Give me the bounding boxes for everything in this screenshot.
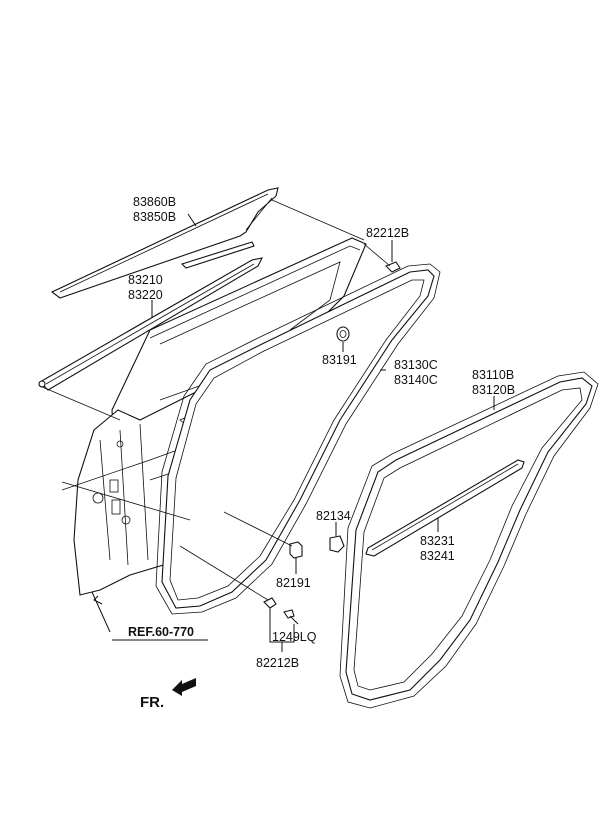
label-82191: 82191 [276, 576, 311, 590]
belt-outer-weatherstrip [50, 187, 279, 299]
door-weatherstrip [155, 263, 441, 615]
label-leaders [91, 213, 495, 652]
stopper-82191 [289, 541, 303, 559]
label-83241: 83241 [420, 549, 455, 563]
label-83220: 83220 [128, 288, 163, 302]
label-83110b: 83110B [472, 368, 514, 382]
plug-top [385, 261, 401, 273]
clip-82134 [329, 535, 345, 553]
grommet-83191 [336, 326, 350, 342]
label-1249lq: 1249LQ [272, 630, 317, 644]
label-83130c: 83130C [394, 358, 438, 372]
label-reference: REF.60-770 [128, 625, 194, 639]
label-83850b: 83850B [133, 210, 176, 224]
label-83120b: 83120B [472, 383, 515, 397]
body-side-weatherstrip [339, 371, 599, 709]
label-83140c: 83140C [394, 373, 438, 387]
screw-1249lq [283, 609, 299, 625]
label-82212b-top: 82212B [366, 226, 409, 240]
label-83231: 83231 [420, 534, 455, 548]
label-front: FR. [140, 694, 164, 711]
label-83210: 83210 [128, 273, 163, 287]
dashed-leaders [39, 199, 391, 601]
label-83191: 83191 [322, 353, 357, 367]
label-82212b-bottom: 82212B [256, 656, 299, 670]
plug-bottom [263, 597, 277, 609]
front-arrow-icon [172, 678, 196, 696]
label-83860b: 83860B [133, 195, 176, 209]
door-strip [365, 459, 525, 557]
label-82134: 82134 [316, 509, 351, 523]
